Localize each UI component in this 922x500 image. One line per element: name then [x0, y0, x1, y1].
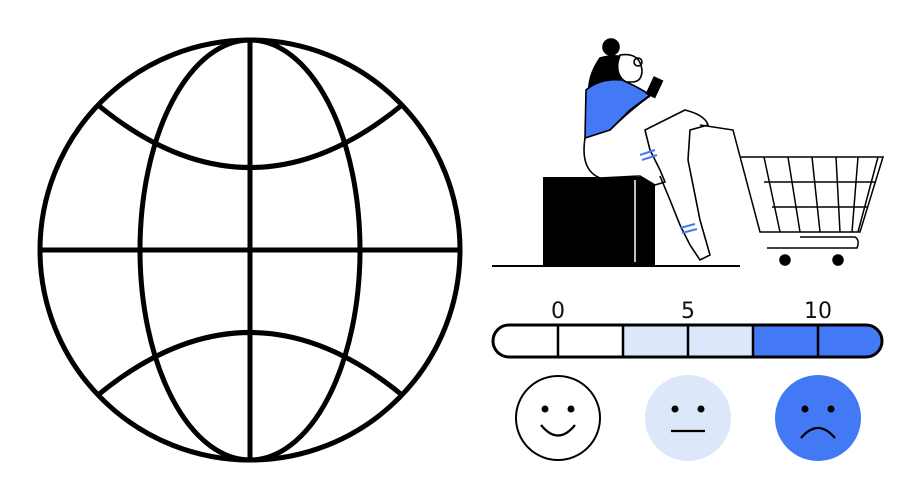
neutral-face-icon	[645, 375, 731, 461]
sad-face-icon	[775, 375, 861, 461]
woman-figure	[583, 38, 711, 262]
scale-label-5: 5	[681, 299, 695, 324]
scale-label-0: 0	[551, 299, 565, 324]
globe-icon	[37, 37, 463, 463]
happy-face-icon	[515, 375, 601, 461]
shopping-cart-icon	[699, 124, 885, 266]
scale-label-10: 10	[804, 299, 832, 324]
box	[543, 177, 655, 266]
rating-scale: 0 5 10	[491, 299, 884, 359]
shopping-scene	[492, 38, 885, 267]
